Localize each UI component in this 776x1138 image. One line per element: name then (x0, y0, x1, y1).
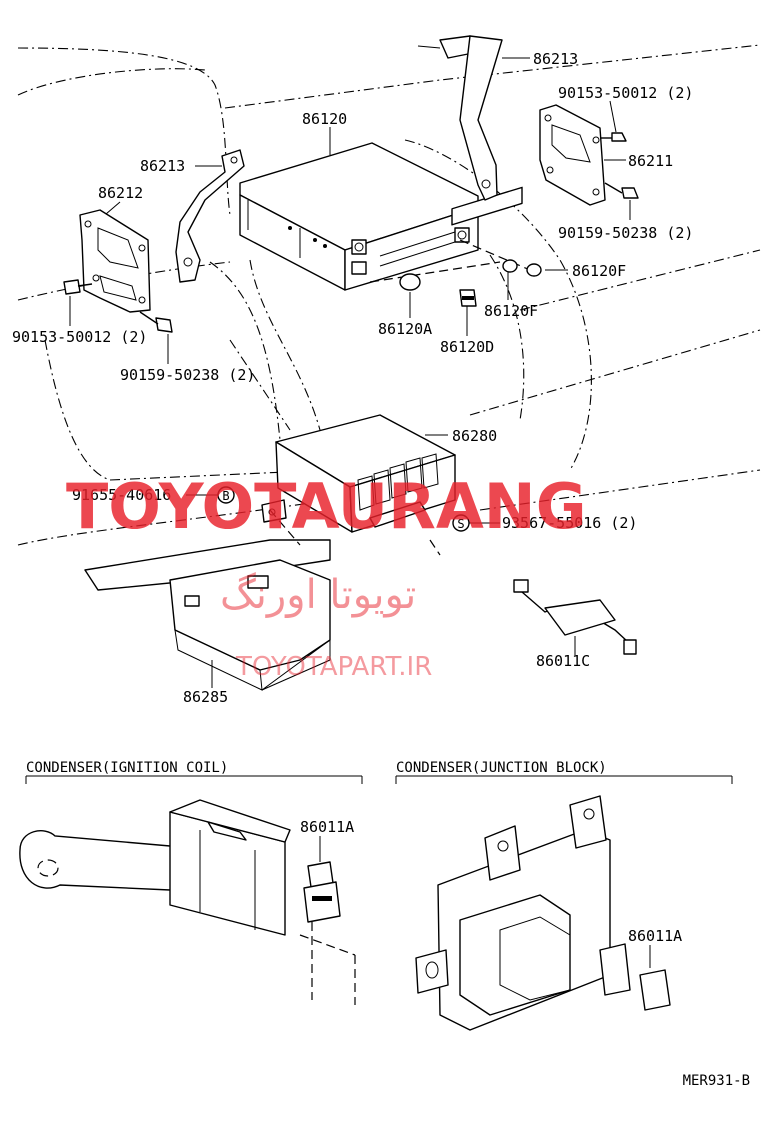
amplifier-86280 (261, 414, 456, 533)
label-86120F-right: 86120F (572, 262, 626, 280)
watermark-brand: TOYOTAURANG (66, 470, 587, 543)
radio-unit-86120 (239, 142, 531, 291)
bolts (63, 132, 639, 333)
section-ignition-coil: CONDENSER(IGNITION COIL) 86011A (19, 760, 363, 1005)
label-86213-left: 86213 (140, 157, 185, 175)
figure-code: MER931-B (683, 1073, 750, 1089)
leader-lines (69, 57, 631, 688)
label-86213-top: 86213 (533, 50, 578, 68)
label-86120: 86120 (302, 110, 347, 128)
section-junction-block: CONDENSER(JUNCTION BLOCK) 86011A (395, 760, 733, 1031)
small-parts-86120 (399, 259, 542, 307)
label-86011A-left: 86011A (300, 818, 354, 836)
section-junction-title: CONDENSER(JUNCTION BLOCK) (396, 760, 607, 776)
label-86011A-right: 86011A (628, 927, 682, 945)
label-86212: 86212 (98, 184, 143, 202)
bracket-86213-left (175, 149, 245, 283)
bracket-86213-right (417, 35, 503, 201)
label-93567: 93567-55016 (2) (502, 514, 637, 532)
watermark-url: TOYOTAPART.IR (235, 652, 432, 682)
marker-b-letter: B (222, 489, 229, 503)
label-90159-right: 90159-50238 (2) (558, 224, 693, 242)
label-86211: 86211 (628, 152, 673, 170)
part-labels: 86213 90153-50012 (2) 86211 90159-50238 … (12, 50, 693, 706)
label-86011C: 86011C (536, 652, 590, 670)
label-90153-right: 90153-50012 (2) (558, 84, 693, 102)
bracket-plate-86212 (79, 209, 151, 313)
label-86120D: 86120D (440, 338, 494, 356)
label-86120F-mid: 86120F (484, 302, 538, 320)
watermark-farsi: تویوتا اورنگ (220, 572, 416, 618)
label-86120A: 86120A (378, 320, 432, 338)
label-86280: 86280 (452, 427, 497, 445)
section-ignition-title: CONDENSER(IGNITION COIL) (26, 760, 228, 776)
marker-s-letter: S (457, 517, 464, 531)
label-91655: 91655-40616 (72, 486, 171, 504)
watermark: TOYOTAURANG تویوتا اورنگ TOYOTAPART.IR (66, 470, 587, 682)
amplifier-fins (357, 453, 439, 511)
label-90153-left: 90153-50012 (2) (12, 328, 147, 346)
resistor-86011C (429, 539, 637, 655)
label-86285: 86285 (183, 688, 228, 706)
label-90159-left: 90159-50238 (2) (120, 366, 255, 384)
bracket-86285 (84, 509, 331, 691)
bracket-plate-86211 (539, 104, 606, 206)
